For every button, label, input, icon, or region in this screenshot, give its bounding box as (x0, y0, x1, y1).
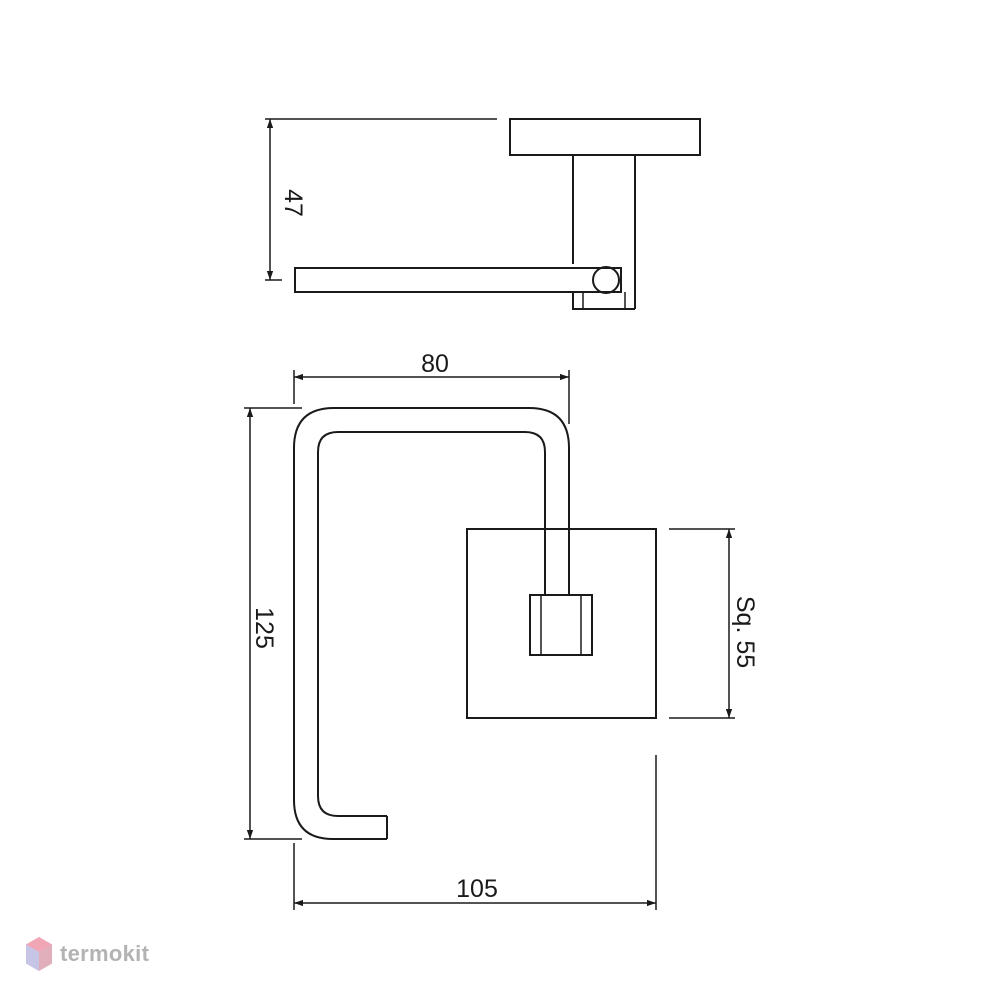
holder-inner-profile (317, 431, 546, 817)
wall-plate (466, 528, 657, 719)
front-view: 80 125 Sq. 55 105 (244, 350, 759, 910)
height-dimension-label: 125 (250, 607, 278, 649)
plate-dimension-label: Sq. 55 (731, 596, 759, 668)
termokit-logo: termokit (24, 936, 149, 972)
clamp-block (529, 594, 593, 656)
side-joint (592, 266, 620, 294)
side-wall-plate (509, 118, 701, 156)
side-arm (294, 267, 622, 293)
holder-outer-profile (293, 407, 570, 840)
hexagon-logo-icon (26, 937, 52, 971)
depth-dimension-label: 47 (279, 189, 307, 217)
side-view: 47 (265, 118, 701, 310)
arm-width-dimension-label: 80 (421, 350, 449, 378)
side-clamp (572, 292, 635, 310)
logo-text: termokit (60, 941, 150, 966)
total-width-dimension-label: 105 (456, 875, 498, 903)
